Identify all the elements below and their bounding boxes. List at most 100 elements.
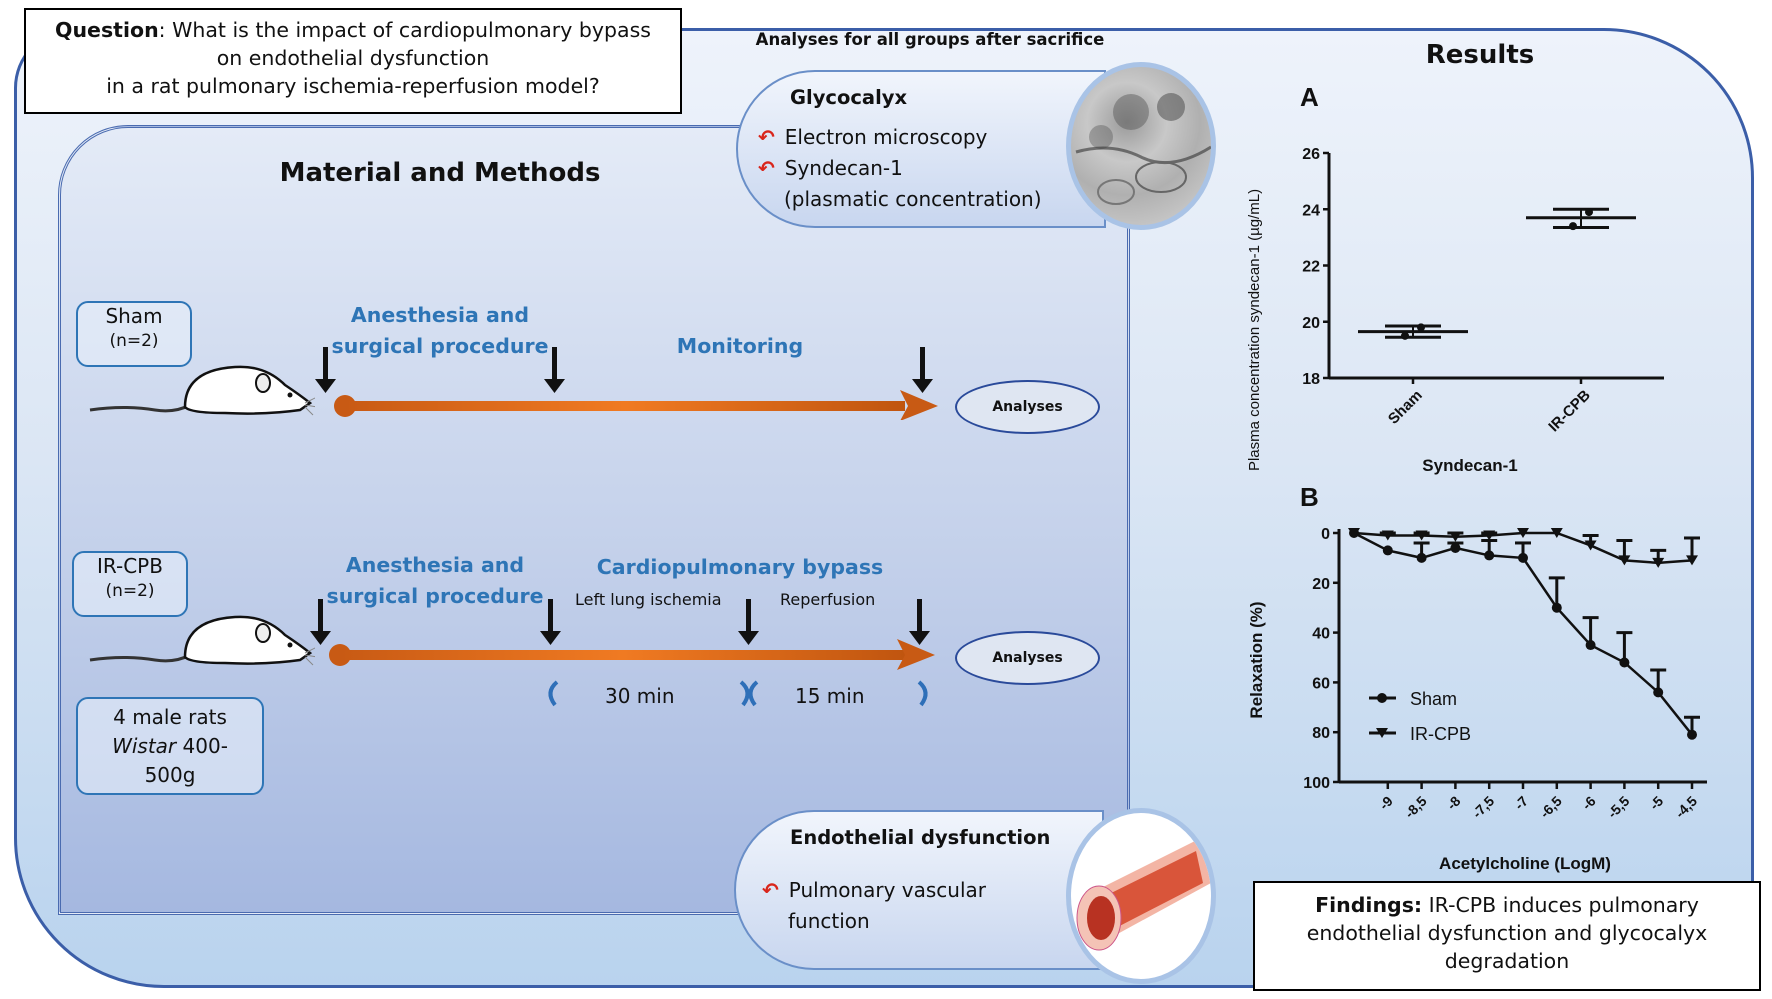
chart-a-ylabel: Plasma concentration syndecan-1 (µg/mL) [1246, 189, 1263, 471]
electron-microscopy-image [1066, 62, 1216, 230]
chart-b-xtick-label: -6,5 [1537, 793, 1566, 822]
blood-vessel-image [1066, 808, 1216, 984]
chart-a-ytick-label: 18 [1302, 371, 1320, 388]
findings-text-1: IR-CPB induces pulmonary [1422, 893, 1699, 917]
down-arrow-icon [909, 599, 930, 645]
chart-a-data-point [1569, 222, 1577, 231]
bracket-right-icon [917, 680, 928, 707]
chart-b-legend-marker [1377, 693, 1387, 703]
phase-reperfusion: Reperfusion [780, 590, 876, 609]
panel-b-label: B [1300, 482, 1319, 512]
glycocalyx-panel [736, 70, 1106, 228]
animals-count: 4 male rats [113, 705, 227, 729]
group-ircpb-box: IR-CPB (n=2) [72, 551, 188, 617]
timeline-bar [340, 650, 905, 660]
chart-b-xtick-label: -7,5 [1469, 793, 1498, 822]
down-arrow-icon [540, 599, 561, 645]
endothelial-title: Endothelial dysfunction [790, 826, 1051, 849]
group-ircpb-n: (n=2) [105, 581, 155, 601]
chart-b-xtick-label: -4,5 [1672, 793, 1701, 822]
animals-box: 4 male rats Wistar 400- 500g [76, 697, 264, 795]
chart-b-point-ircpb [1584, 540, 1597, 551]
endothelial-list: ↶Pulmonary vascular function [762, 875, 986, 937]
analyses-header: Analyses for all groups after sacrifice [755, 30, 1105, 49]
chart-b-point-ircpb [1415, 530, 1428, 541]
animals-weight-1: 400- [176, 734, 228, 758]
chart-b-point-ircpb [1618, 555, 1631, 566]
chart-a-data-point [1417, 323, 1425, 332]
chart-b-xlabel: Acetylcholine (LogM) [1439, 854, 1611, 873]
panel-a-label: A [1300, 82, 1319, 112]
chart-a-ytick-label: 22 [1302, 259, 1320, 276]
bracket-left-icon [548, 680, 559, 707]
group-sham-n: (n=2) [109, 331, 159, 351]
chart-a-ytick-label: 24 [1302, 202, 1320, 219]
chart-b-xtick-label: -6 [1579, 793, 1599, 813]
chart-b-series-line-sham [1353, 531, 1693, 736]
sham-analyses-node: Analyses [955, 380, 1100, 434]
chart-b-point-sham [1551, 602, 1562, 613]
sham-timeline [315, 347, 938, 420]
group-sham-box: Sham (n=2) [76, 301, 192, 367]
down-arrow-icon [315, 347, 336, 393]
animals-weight-2: 500g [144, 763, 196, 787]
ircpb-step-cpb: Cardiopulmonary bypass [596, 555, 884, 579]
chart-b-ytick-label: 100 [1303, 775, 1330, 792]
vessel-illustration [1076, 838, 1211, 951]
chart-a-title: Syndecan-1 [1422, 456, 1517, 475]
endothelial-item: Pulmonary vascular [788, 878, 986, 902]
chart-b-point-sham [1484, 550, 1495, 561]
chart-b-point-sham [1450, 542, 1461, 553]
question-text-1: : What is the impact of cardiopulmonary … [158, 18, 651, 42]
glycocalyx-item: Syndecan-1 [784, 156, 903, 180]
chart-b-point-ircpb [1517, 528, 1529, 538]
findings-text-3: degradation [1444, 949, 1570, 973]
duration-reperfusion: 15 min [795, 684, 865, 708]
ircpb-analyses-node: Analyses [955, 631, 1100, 685]
timeline-bar [345, 401, 905, 411]
chart-b-point-ircpb [1686, 555, 1698, 566]
chart-a-xtick-label: Sham [1385, 387, 1426, 428]
question-text-3: in a rat pulmonary ischemia-reperfusion … [106, 74, 600, 98]
glycocalyx-item: (plasmatic concentration) [784, 187, 1042, 211]
sham-step-monitoring: Monitoring [676, 334, 804, 358]
methods-panel [58, 125, 1130, 915]
chart-b-point-sham [1585, 640, 1596, 651]
chart-a-data-point [1401, 331, 1409, 340]
chart-b-point-sham [1619, 657, 1630, 668]
bullet-arrow-icon: ↶ [758, 156, 775, 180]
down-arrow-icon [912, 347, 933, 393]
chart-b-xtick-label: -9 [1376, 793, 1396, 813]
down-arrow-icon [544, 347, 565, 393]
chart-b-legend-marker [1376, 728, 1388, 738]
chart-a: Plasma concentration syndecan-1 (µg/mL) … [1246, 146, 1664, 475]
down-arrow-icon [738, 599, 759, 645]
question-text-2: on endothelial dysfunction [216, 46, 490, 70]
rat-icon [89, 615, 315, 666]
chart-b-ytick-label: 0 [1321, 526, 1330, 543]
bullet-arrow-icon: ↶ [762, 878, 779, 902]
bracket-middle-icon [739, 680, 759, 707]
chart-b-xtick-label: -8 [1443, 793, 1463, 813]
chart-b-point-ircpb [1652, 557, 1665, 568]
glycocalyx-item: Electron microscopy [784, 125, 988, 149]
micrograph-texture [1075, 93, 1211, 205]
phase-ischemia: Left lung ischemia [575, 590, 722, 609]
timeline-arrowhead [897, 639, 935, 670]
chart-b-legend-label: Sham [1410, 689, 1457, 709]
chart-a-ytick-label: 20 [1302, 315, 1320, 332]
findings-text-2: endothelial dysfunction and glycocalyx [1306, 921, 1708, 945]
chart-b-xtick-label: -5 [1646, 793, 1666, 813]
chart-a-data-point [1585, 208, 1593, 217]
chart-b-ytick-label: 60 [1312, 675, 1330, 692]
results-title: Results [1425, 40, 1535, 70]
findings-label: Findings: [1315, 893, 1423, 917]
glycocalyx-list: ↶Electron microscopy ↶Syndecan-1 (plasma… [758, 122, 1042, 215]
chart-b-point-ircpb [1483, 530, 1496, 541]
chart-b: Relaxation (%) 020406080100-9-8,5-8-7,5-… [1247, 526, 1707, 873]
endothelial-panel [734, 810, 1104, 970]
sham-step-anesthesia: Anesthesia and surgical procedure [331, 303, 549, 358]
chart-a-ytick-label: 26 [1302, 146, 1320, 163]
down-arrow-icon [310, 599, 331, 645]
rat-icon [89, 365, 315, 416]
